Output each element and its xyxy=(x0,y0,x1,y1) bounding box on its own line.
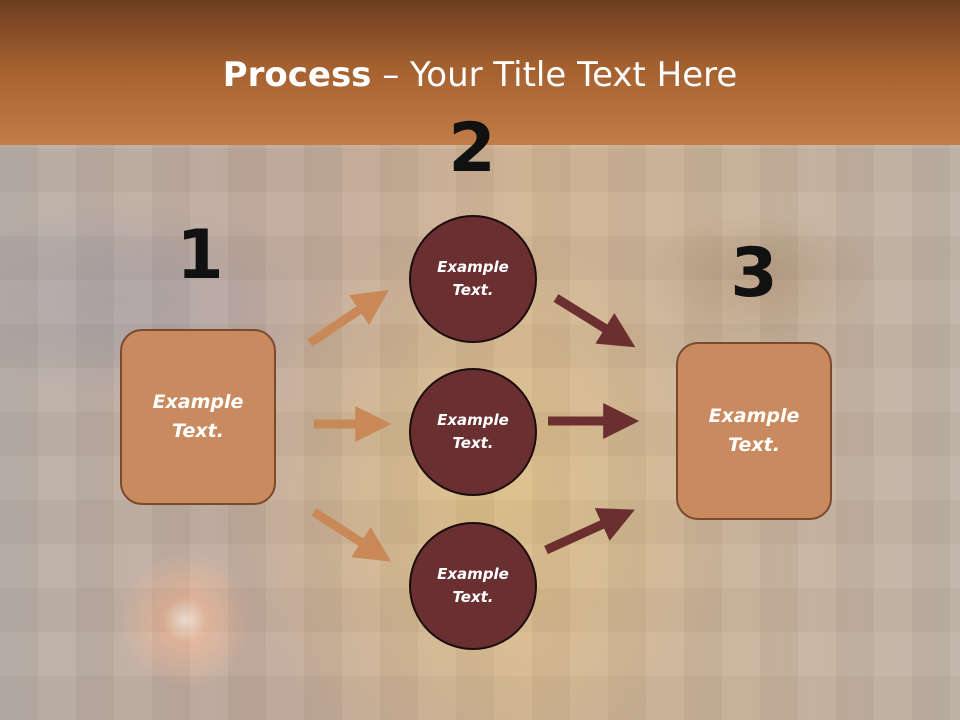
step-2-circle-middle: Example Text. xyxy=(409,368,537,496)
title-bar xyxy=(0,0,960,145)
title-rest: – Your Title Text Here xyxy=(371,55,738,95)
step-number-2: 2 xyxy=(448,109,496,188)
step-1-box: Example Text. xyxy=(120,329,276,505)
step-2-circle-bottom: Example Text. xyxy=(409,522,537,650)
title-bold: Process xyxy=(222,55,372,95)
step-number-1: 1 xyxy=(176,216,224,295)
circle-bottom-text: Example Text. xyxy=(437,565,509,606)
circle-top-text: Example Text. xyxy=(437,258,509,299)
step-3-text: Example Text. xyxy=(708,405,800,456)
arrow-top-to-3 xyxy=(553,294,636,348)
step-2-circle-top: Example Text. xyxy=(409,215,537,343)
circle-middle-text: Example Text. xyxy=(437,411,509,452)
step-number-3: 3 xyxy=(730,234,778,313)
slide-title: Process – Your Title Text Here xyxy=(0,54,960,96)
step-1-text: Example Text. xyxy=(152,391,244,442)
arrow-1-to-top xyxy=(307,289,389,347)
step-3-box: Example Text. xyxy=(676,342,832,520)
arrow-1-to-bottom xyxy=(311,508,392,562)
arrow-bottom-to-3 xyxy=(544,508,635,555)
